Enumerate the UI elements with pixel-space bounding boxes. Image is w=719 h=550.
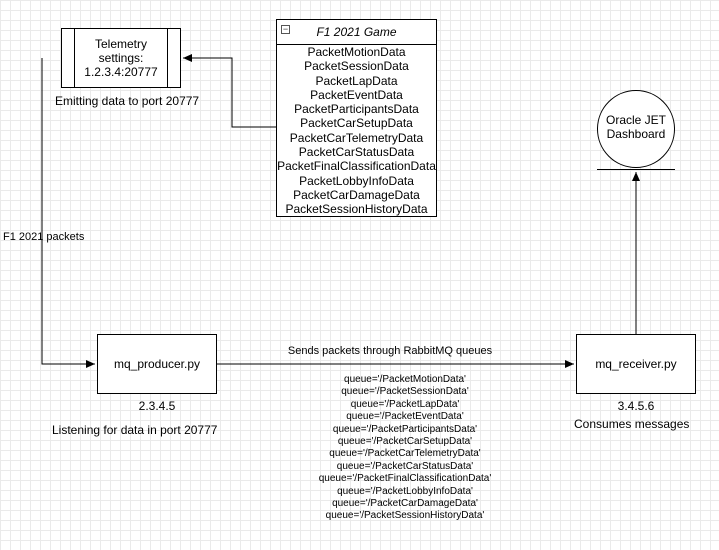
packet-row: PacketSessionHistoryData <box>285 202 428 217</box>
telemetry-title: Telemetry <box>94 37 147 51</box>
queue-item: queue='/PacketEventData' <box>346 411 464 423</box>
f1-game-header: − F1 2021 Game <box>277 20 436 45</box>
queue-item: queue='/PacketMotionData' <box>344 374 466 385</box>
packet-row: PacketCarSetupData <box>300 116 413 131</box>
packet-row: PacketLapData <box>315 73 398 88</box>
packet-row: PacketCarStatusData <box>298 145 415 160</box>
queue-item: queue='/PacketSessionData' <box>341 386 469 398</box>
process-bar-left <box>62 29 75 87</box>
oracle-line2: Dashboard <box>606 127 666 141</box>
telemetry-settings-label: Telemetry settings: 1.2.3.4:20777 <box>74 37 168 79</box>
queue-item: queue='/PacketParticipantsData' <box>332 423 478 435</box>
telemetry-line2: settings: <box>98 51 144 65</box>
telemetry-address: 1.2.3.4:20777 <box>84 65 158 79</box>
queue-item: queue='/PacketLobbyInfoData' <box>337 485 473 497</box>
oracle-jet-label: Oracle JET Dashboard <box>597 113 675 141</box>
packet-row: PacketCarDamageData <box>293 187 420 202</box>
packet-row: PacketParticipantsData <box>294 102 419 117</box>
process-bar-right <box>167 29 180 87</box>
producer-ip: 2.3.4.5 <box>138 399 176 413</box>
queue-list: queue='/PacketMotionData'queue='/PacketS… <box>300 374 510 523</box>
packet-row: PacketMotionData <box>307 45 406 59</box>
edge-game-to-telemetry <box>183 54 276 128</box>
queue-item: queue='/PacketLapData' <box>350 398 460 410</box>
queue-item: queue='/PacketFinalClassificationData' <box>318 473 492 485</box>
receiver-ip: 3.4.5.6 <box>617 399 655 413</box>
entity-underline <box>597 169 675 170</box>
packet-row: PacketCarTelemetryData <box>289 130 424 145</box>
f1-game-title: F1 2021 Game <box>316 25 397 39</box>
packet-row: PacketSessionData <box>304 59 409 74</box>
queue-item: queue='/PacketCarTelemetryData' <box>329 448 481 460</box>
oracle-jet-dashboard-node[interactable] <box>597 90 675 168</box>
receiver-caption: Consumes messages <box>574 417 690 431</box>
mq-receiver-label: mq_receiver.py <box>595 357 677 371</box>
queue-item: queue='/PacketSessionHistoryData' <box>325 510 485 522</box>
mq-producer-label: mq_producer.py <box>113 357 201 371</box>
queue-item: queue='/PacketCarDamageData' <box>332 498 478 510</box>
collapse-icon[interactable]: − <box>281 24 290 34</box>
producer-caption: Listening for data in port 20777 <box>52 423 218 437</box>
edge-telemetry-to-producer <box>41 58 95 368</box>
mq-producer-node[interactable]: mq_producer.py <box>97 334 217 394</box>
packet-row: PacketFinalClassificationData <box>277 159 436 174</box>
packet-row: PacketLobbyInfoData <box>299 173 414 188</box>
oracle-line1: Oracle JET <box>605 113 666 127</box>
queue-item: queue='/PacketCarSetupData' <box>337 436 473 448</box>
telemetry-caption: Emitting data to port 20777 <box>55 94 200 108</box>
sends-edge-label: Sends packets through RabbitMQ queues <box>287 345 493 357</box>
telemetry-settings-node[interactable]: Telemetry settings: 1.2.3.4:20777 <box>61 28 181 88</box>
mq-receiver-node[interactable]: mq_receiver.py <box>576 334 696 394</box>
f1-packets-edge-label: F1 2021 packets <box>3 231 85 243</box>
packet-row: PacketEventData <box>310 87 403 102</box>
queue-item: queue='/PacketCarStatusData' <box>336 460 474 472</box>
